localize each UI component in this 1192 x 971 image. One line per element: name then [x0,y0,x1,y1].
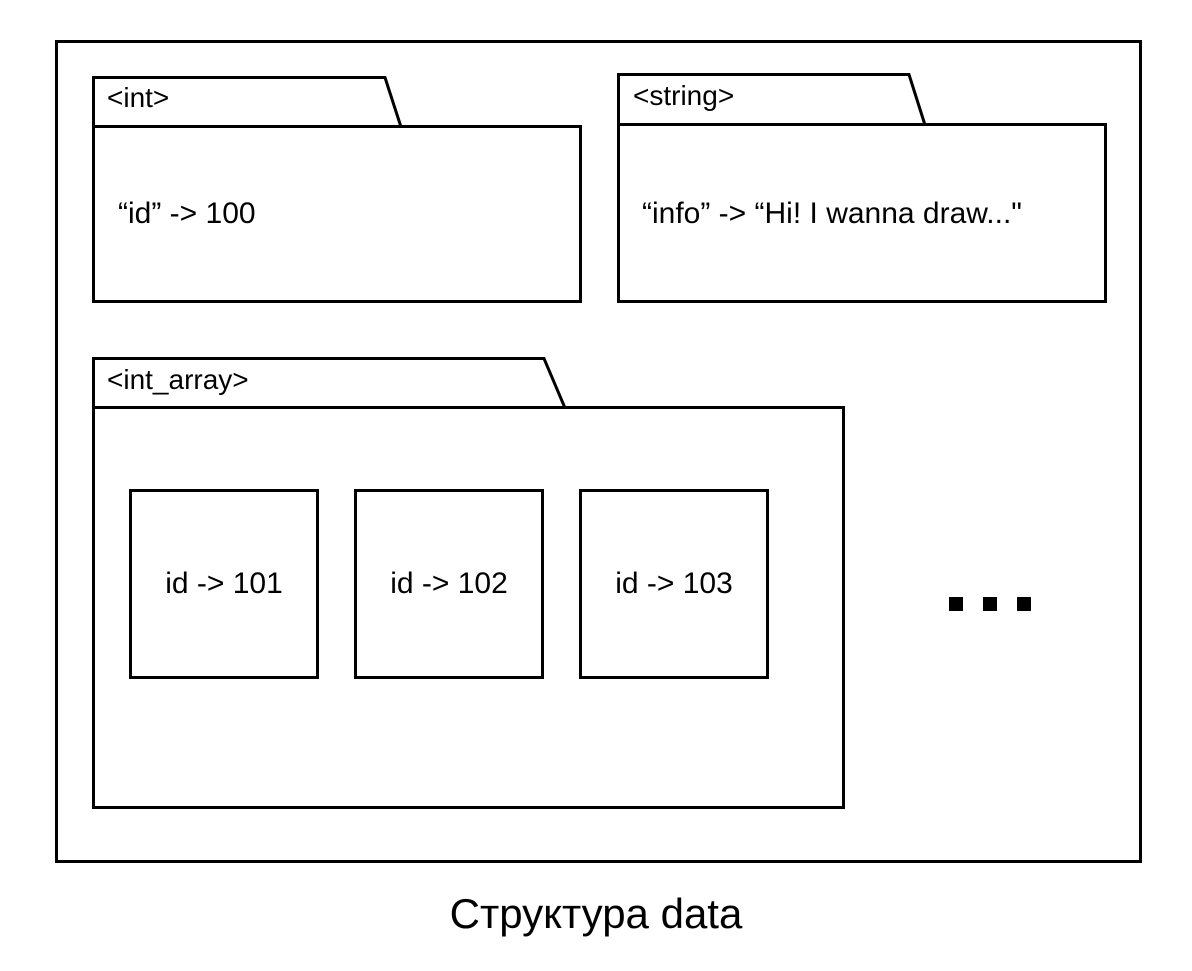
ellipsis-dot [983,597,997,611]
string-package-tab [617,73,927,126]
more-items-ellipsis [945,597,1035,615]
int-array-element: id -> 101 [129,489,319,679]
data-structure-frame [55,40,1142,863]
int-array-package-tab [92,357,567,409]
int-array-element: id -> 102 [354,489,544,679]
diagram-caption: Структура data [449,890,743,937]
ellipsis-dot [1017,597,1031,611]
string-package-body: “info” -> “Hi! I wanna draw..." [617,123,1107,303]
int-package-body: “id” -> 100 [92,125,582,303]
int-array-element: id -> 103 [579,489,769,679]
ellipsis-dot [949,597,963,611]
string-package-label: <string> [633,80,735,111]
int-package-label: <int> [107,82,170,113]
int-array-package-body [92,406,845,809]
string-package-entry: “info” -> “Hi! I wanna draw..." [642,197,1022,230]
int-package-tab [92,76,403,128]
int-array-element-text: id -> 102 [390,567,508,600]
int-array-element-text: id -> 103 [615,567,733,600]
int-package-entry: “id” -> 100 [118,197,256,230]
int-array-element-text: id -> 101 [165,567,283,600]
int-array-package-label: <int_array> [107,364,249,395]
